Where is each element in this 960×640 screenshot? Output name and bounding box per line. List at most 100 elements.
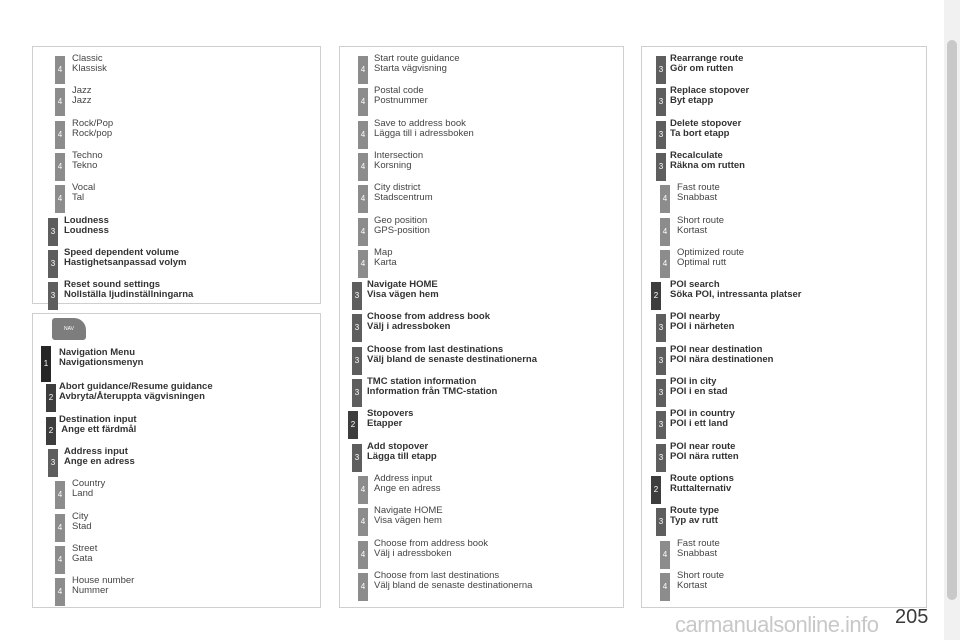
level-badge: 3 — [48, 249, 58, 278]
entry-swedish: Snabbast — [677, 547, 718, 559]
entry-swedish: Visa vägen hem — [374, 515, 442, 527]
level-badge: 2 — [46, 384, 56, 413]
panel-sound-settings — [32, 46, 321, 304]
entry-english: Address input — [374, 472, 433, 484]
entry-swedish: Land — [72, 488, 94, 500]
level-badge: 3 — [352, 282, 362, 311]
level-badge: 3 — [656, 379, 666, 407]
entry-swedish: Postnummer — [374, 95, 428, 107]
entry-swedish: Korsning — [374, 159, 412, 171]
entry-english: Save to address book — [374, 117, 466, 129]
entry-swedish: Välj i adressboken — [367, 321, 451, 333]
entry-swedish: Navigationsmenyn — [59, 357, 144, 368]
scrollbar-thumb[interactable] — [947, 40, 957, 600]
entry-swedish: Optimal rutt — [677, 256, 727, 268]
entry-english: Geo position — [374, 214, 428, 226]
entry-swedish: Byt etapp — [670, 95, 714, 107]
entry-swedish: Ange en adress — [64, 455, 135, 467]
level-badge: 4 — [358, 249, 368, 278]
level-badge: 4 — [55, 56, 65, 84]
page-number: 205 — [895, 606, 929, 628]
level-badge: 4 — [55, 545, 65, 574]
entry-english: City district — [374, 182, 421, 194]
entry-english: Delete stopover — [670, 117, 742, 129]
level-badge: 3 — [656, 152, 666, 181]
entry-english: Short route — [677, 214, 724, 226]
entry-swedish: Information från TMC-station — [367, 386, 498, 397]
entry-english: Abort guidance/Resume guidance — [59, 381, 213, 393]
entry-swedish: Kortast — [677, 579, 708, 591]
level-badge: 3 — [656, 120, 666, 149]
entry-english: Add stopover — [367, 440, 429, 452]
entry-swedish: GPS-position — [374, 224, 430, 236]
entry-swedish: Tal — [72, 192, 85, 204]
entry-swedish: Räkna om rutten — [670, 159, 745, 171]
entry-swedish: POI i närheten — [670, 321, 735, 333]
level-badge: 3 — [656, 88, 666, 117]
level-badge: 4 — [358, 508, 368, 537]
entry-swedish: Loudness — [64, 224, 109, 236]
entry-english: POI near route — [670, 440, 736, 452]
level-badge: 4 — [55, 88, 65, 117]
entry-swedish: Visa vägen hem — [367, 289, 439, 301]
level-badge: 4 — [358, 185, 368, 214]
level-badge: 3 — [656, 56, 666, 84]
level-badge: 4 — [55, 120, 65, 149]
entry-swedish: Nummer — [72, 585, 109, 597]
level-badge: 3 — [352, 314, 362, 343]
level-badge: 3 — [656, 314, 666, 343]
entry-text: Destination input Ange ett färdmål — [59, 414, 137, 435]
panel-navigation-menu — [32, 313, 321, 608]
entry-english: Map — [374, 246, 393, 258]
level-badge: 3 — [352, 443, 362, 472]
nav-icon: NAV — [52, 318, 86, 340]
entry-swedish: Gata — [72, 552, 93, 564]
entry-english: Route type — [670, 505, 720, 517]
entry-swedish: POI nära destinationen — [670, 353, 774, 365]
entry-swedish: Stad — [72, 520, 92, 532]
entry-swedish: Lägga till etapp — [367, 450, 437, 462]
entry-english: Choose from last destinations — [367, 343, 504, 355]
level-badge: 3 — [48, 217, 58, 246]
entry-english: TMC station information — [367, 376, 477, 387]
entry-english: Techno — [72, 149, 103, 161]
entry-swedish: Lägga till i adressboken — [374, 127, 474, 139]
entry-english: Country — [72, 478, 106, 490]
scrollbar[interactable] — [944, 0, 960, 640]
level-badge: 4 — [358, 88, 368, 117]
entry-swedish: Välj i adressboken — [374, 547, 452, 559]
panel-column-three — [641, 46, 927, 608]
panel-column-two — [339, 46, 624, 608]
entry-swedish: Ruttalternativ — [670, 482, 732, 494]
entry-swedish: POI i ett land — [670, 418, 729, 430]
level-badge: 4 — [55, 152, 65, 181]
entry-swedish: Starta vägvisning — [374, 63, 447, 74]
level-badge: 4 — [358, 540, 368, 569]
entry-swedish: Klassisk — [72, 63, 107, 74]
level-badge: 3 — [48, 282, 58, 311]
entry-english: POI in city — [670, 376, 717, 387]
entry-english: POI nearby — [670, 311, 721, 323]
